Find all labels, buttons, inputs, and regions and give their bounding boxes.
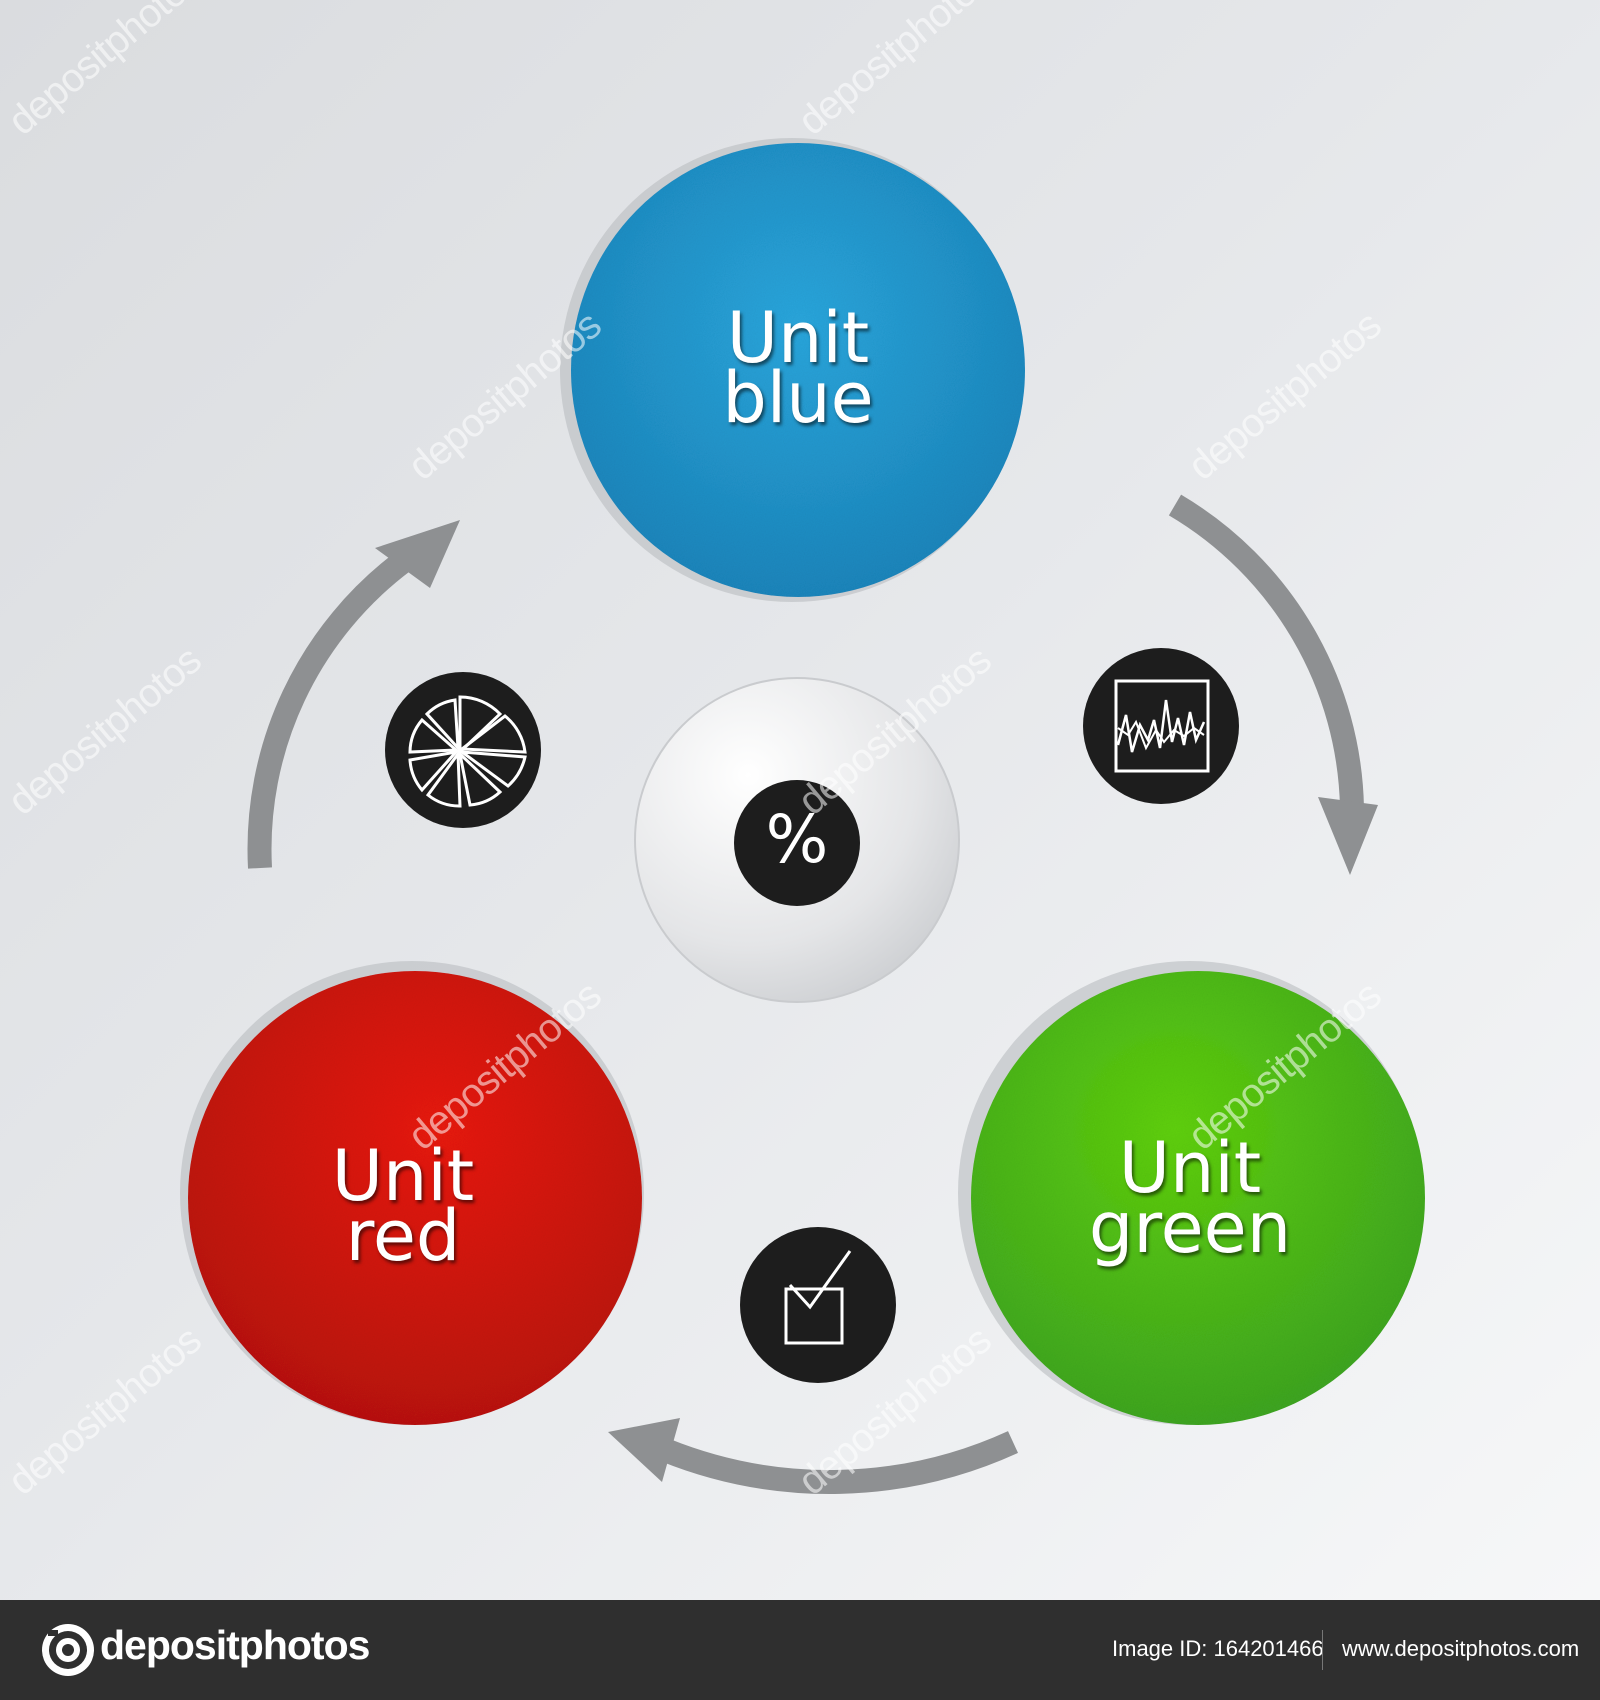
percent-icon-badge: [734, 780, 860, 906]
unit-red-line2: red: [345, 1195, 461, 1277]
footer-divider: [1322, 1630, 1323, 1670]
diagram-canvas: Unit blue Unit red Unit green % depositp…: [0, 0, 1600, 1600]
unit-blue-line1: Unit: [726, 297, 870, 379]
unit-green-label: Unit green: [1020, 1127, 1360, 1269]
checkbox-icon: [740, 1227, 896, 1383]
unit-green-line1: Unit: [1118, 1127, 1262, 1209]
image-id: Image ID: 164201466: [1112, 1636, 1324, 1661]
percent-icon: %: [765, 801, 829, 878]
camera-logo-icon: [42, 1624, 94, 1676]
unit-green-line2: green: [1088, 1187, 1292, 1269]
unit-blue-line2: blue: [722, 357, 874, 439]
cycle-arrow-left: [247, 520, 460, 869]
site-url[interactable]: www.depositphotos.com: [1342, 1636, 1580, 1661]
unit-red-line1: Unit: [331, 1135, 475, 1217]
cycle-arrow-right: [1168, 494, 1378, 875]
unit-red-label: Unit red: [233, 1135, 573, 1277]
line-chart-icon: [1083, 648, 1239, 804]
diagram-graphics: [180, 138, 1425, 1494]
unit-red-circle: [188, 971, 642, 1425]
unit-green-circle: [971, 971, 1425, 1425]
unit-blue-circle: [571, 143, 1025, 597]
footer-bar: depositphotos Image ID: 164201466 www.de…: [0, 1600, 1600, 1700]
cycle-arrow-bottom: [608, 1418, 1018, 1494]
pie-chart-icon: [385, 672, 541, 828]
unit-blue-label: Unit blue: [628, 297, 968, 439]
brand-name[interactable]: depositphotos: [100, 1622, 370, 1668]
